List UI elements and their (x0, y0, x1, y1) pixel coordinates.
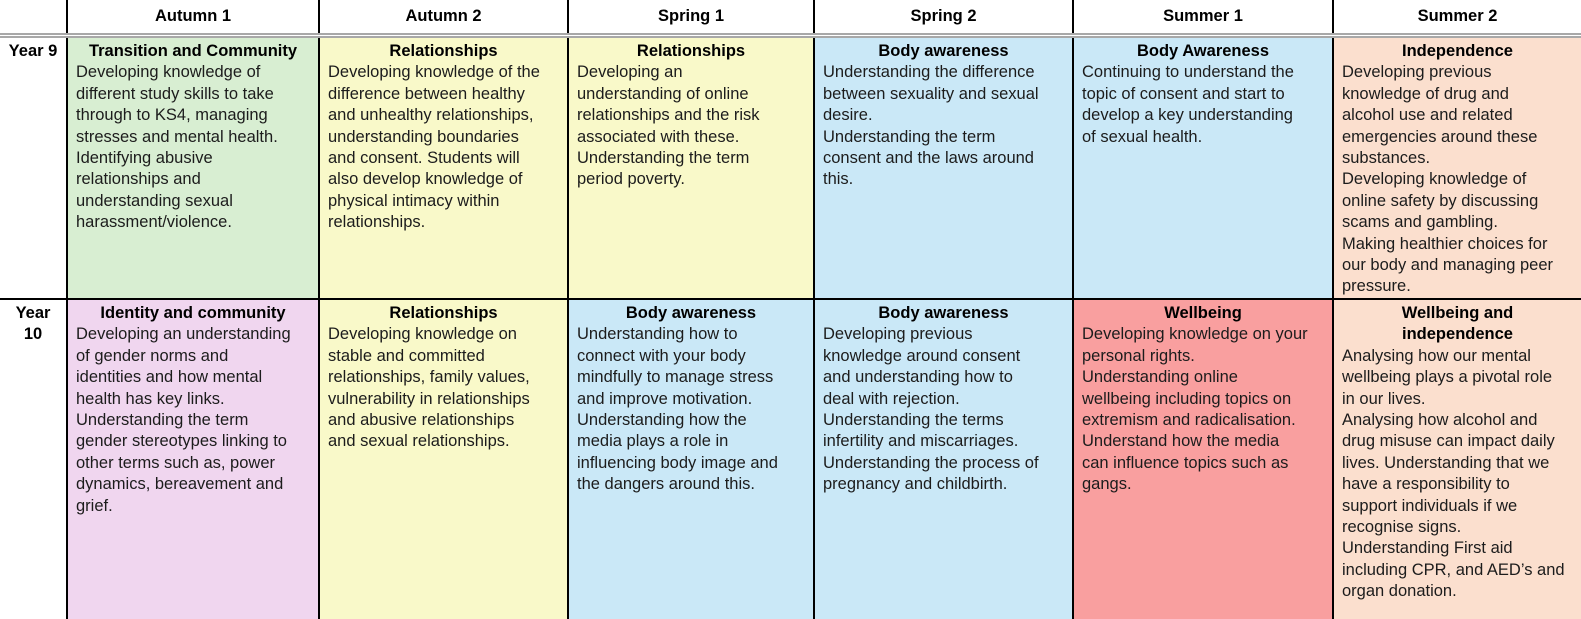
cell-y9-spring1-title: Relationships (636, 42, 746, 60)
cell-y9-spring2-body: Understanding the difference between sex… (823, 63, 1039, 189)
cell-y9-summer1-body: Continuing to understand the topic of co… (1082, 63, 1294, 146)
cell-y9-summer2-title: Independence (1402, 42, 1513, 60)
header-summer-1: Summer 1 (1073, 0, 1334, 38)
cell-y9-spring2-title: Body awareness (878, 42, 1009, 60)
cell-y10-summer2-body: Analysing how our mental wellbeing plays… (1342, 346, 1565, 601)
cell-y9-autumn2-title: Relationships (389, 42, 498, 60)
cell-y10-autumn1-title: Identity and community (100, 303, 286, 322)
cell-y9-autumn1: Transition and Community Developing know… (67, 35, 320, 300)
cell-y9-spring2: Body awareness Understanding the differe… (814, 35, 1074, 300)
header-summer-2: Summer 2 (1333, 0, 1581, 38)
cell-y10-spring2-title: Body awareness (878, 303, 1009, 322)
cell-y10-summer1-body: Developing knowledge on your personal ri… (1082, 325, 1308, 494)
cell-y9-autumn1-title: Transition and Community (88, 42, 298, 60)
header-spring-2: Spring 2 (814, 0, 1074, 38)
year-10-row: Year 10 Identity and community Developin… (0, 298, 1581, 619)
corner-cell (0, 0, 68, 38)
cell-y10-autumn2-title: Relationships (389, 303, 498, 322)
header-autumn-2: Autumn 2 (319, 0, 569, 38)
cell-y10-autumn1: Identity and community Developing an und… (67, 298, 320, 619)
cell-y10-summer2: Wellbeing and independence Analysing how… (1333, 298, 1581, 619)
cell-y9-summer1-title: Body Awareness (1136, 42, 1270, 60)
cell-y10-autumn1-body: Developing an understanding of gender no… (76, 325, 291, 515)
cell-y10-summer1: Wellbeing Developing knowledge on your p… (1073, 298, 1334, 619)
cell-y9-spring1: Relationships Developing an understandin… (568, 35, 815, 300)
cell-y10-spring1-body: Understanding how to connect with your b… (577, 325, 778, 494)
cell-y9-summer1: Body Awareness Continuing to understand … (1073, 35, 1334, 300)
header-spring-1: Spring 1 (568, 0, 815, 38)
cell-y10-autumn2-body: Developing knowledge on stable and commi… (328, 325, 530, 451)
year-9-label: Year 9 (0, 35, 68, 300)
cell-y9-summer2-body: Developing previous knowledge of drug an… (1342, 63, 1553, 296)
cell-y10-summer2-title: Wellbeing and independence (1401, 303, 1514, 344)
cell-y10-spring2-body: Developing previous knowledge around con… (823, 325, 1039, 494)
cell-y9-spring1-body: Developing an understanding of online re… (577, 63, 760, 189)
cell-y9-autumn1-body: Developing knowledge of different study … (76, 63, 278, 232)
cell-y10-autumn2: Relationships Developing knowledge on st… (319, 298, 569, 619)
cell-y10-summer1-title: Wellbeing (1164, 303, 1242, 322)
term-header-row: Autumn 1 Autumn 2 Spring 1 Spring 2 Summ… (0, 0, 1581, 38)
cell-y10-spring1-title: Body awareness (625, 303, 757, 322)
cell-y9-autumn2: Relationships Developing knowledge of th… (319, 35, 569, 300)
year-10-label: Year 10 (0, 298, 68, 619)
cell-y10-spring2: Body awareness Developing previous knowl… (814, 298, 1074, 619)
cell-y9-summer2: Independence Developing previous knowled… (1333, 35, 1581, 300)
header-autumn-1: Autumn 1 (67, 0, 320, 38)
cell-y10-spring1: Body awareness Understanding how to conn… (568, 298, 815, 619)
cell-y9-autumn2-body: Developing knowledge of the difference b… (328, 63, 540, 232)
year-9-row: Year 9 Transition and Community Developi… (0, 35, 1581, 300)
